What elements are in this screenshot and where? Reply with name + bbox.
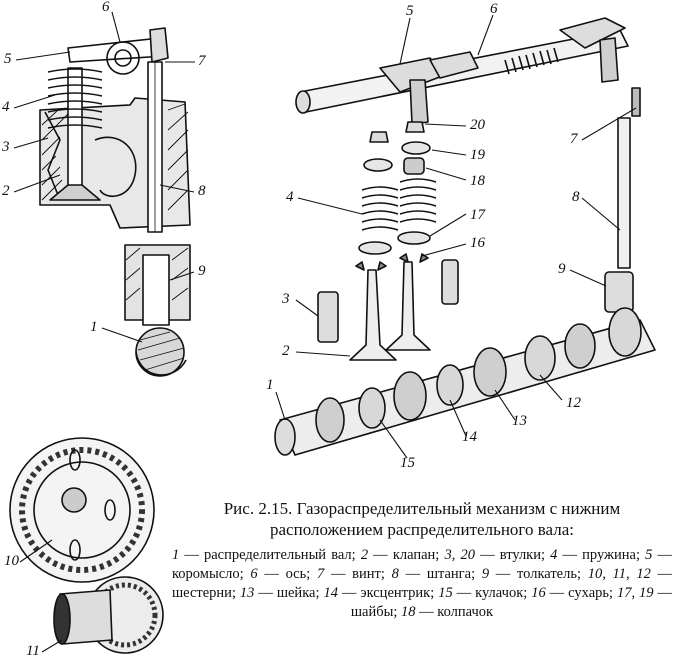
legend-item: 18 — колпачок (401, 604, 494, 620)
legend-item: 4 — пружина; (550, 547, 641, 563)
legend-item: 7 — винт; (316, 566, 385, 582)
label-4-left: 4 (2, 99, 10, 115)
legend-item: 15 — кулачок; (438, 585, 528, 601)
legend-item: 3, 20 — втулки; (444, 547, 546, 563)
engine-section-drawing (39, 27, 191, 377)
label-2-right: 2 (282, 343, 290, 359)
label-19-right: 19 (470, 147, 485, 163)
label-11-gear: 11 (26, 643, 40, 659)
label-20-right: 20 (470, 117, 485, 133)
label-5-right: 5 (406, 3, 414, 19)
label-16-right: 16 (470, 235, 485, 251)
camshaft-drawing (274, 307, 656, 456)
label-8-right: 8 (572, 189, 580, 205)
label-7-left: 7 (198, 53, 206, 69)
pushrod-drawing (604, 87, 641, 313)
label-15-right: 15 (400, 455, 415, 471)
rocker-assembly-drawing (295, 17, 629, 125)
label-10-gear: 10 (4, 553, 19, 569)
label-9-left: 9 (198, 263, 206, 279)
figure-caption: Рис. 2.15. Газораспределительный механиз… (172, 498, 672, 622)
label-6-left: 6 (102, 0, 110, 15)
label-14-right: 14 (462, 429, 477, 445)
label-8-left: 8 (198, 183, 206, 199)
legend-item: 1 — распределительный вал; (172, 547, 356, 563)
label-3-left: 3 (2, 139, 10, 155)
label-9-right: 9 (558, 261, 566, 277)
legend-item: 5 — коромысло; (172, 547, 673, 582)
legend-item: 14 — эксцентрик; (323, 585, 435, 601)
label-5-left: 5 (4, 51, 12, 67)
valve-parts-drawing (317, 121, 459, 361)
label-7-right: 7 (570, 131, 578, 147)
label-6-right: 6 (490, 1, 498, 17)
legend-item: 6 — ось; (250, 566, 311, 582)
label-2-left: 2 (2, 183, 10, 199)
label-1-right: 1 (266, 377, 274, 393)
label-12-right: 12 (566, 395, 581, 411)
label-17-right: 17 (470, 207, 485, 223)
label-18-right: 18 (470, 173, 485, 189)
legend-item: 8 — штанга; (391, 566, 476, 582)
legend-item: 17, 19 — шайбы; (350, 585, 673, 620)
label-4-right: 4 (286, 189, 294, 205)
legend-item: 2 — клапан; (360, 547, 440, 563)
label-1-left: 1 (90, 319, 98, 335)
caption-title: Рис. 2.15. Газораспределительный механиз… (223, 499, 621, 539)
legend-item: 9 — толкатель; (481, 566, 581, 582)
timing-gears-drawing (9, 437, 164, 654)
legend-item: 16 — сухарь; (531, 585, 614, 601)
label-13-right: 13 (512, 413, 527, 429)
legend-item: 13 — шейка; (239, 585, 320, 601)
label-3-right: 3 (282, 291, 290, 307)
caption-legend: 1 — распределительный вал; 2 — клапан; 3… (172, 546, 672, 622)
legend-item: 10, 11, 12 — шестерни; (172, 566, 673, 601)
